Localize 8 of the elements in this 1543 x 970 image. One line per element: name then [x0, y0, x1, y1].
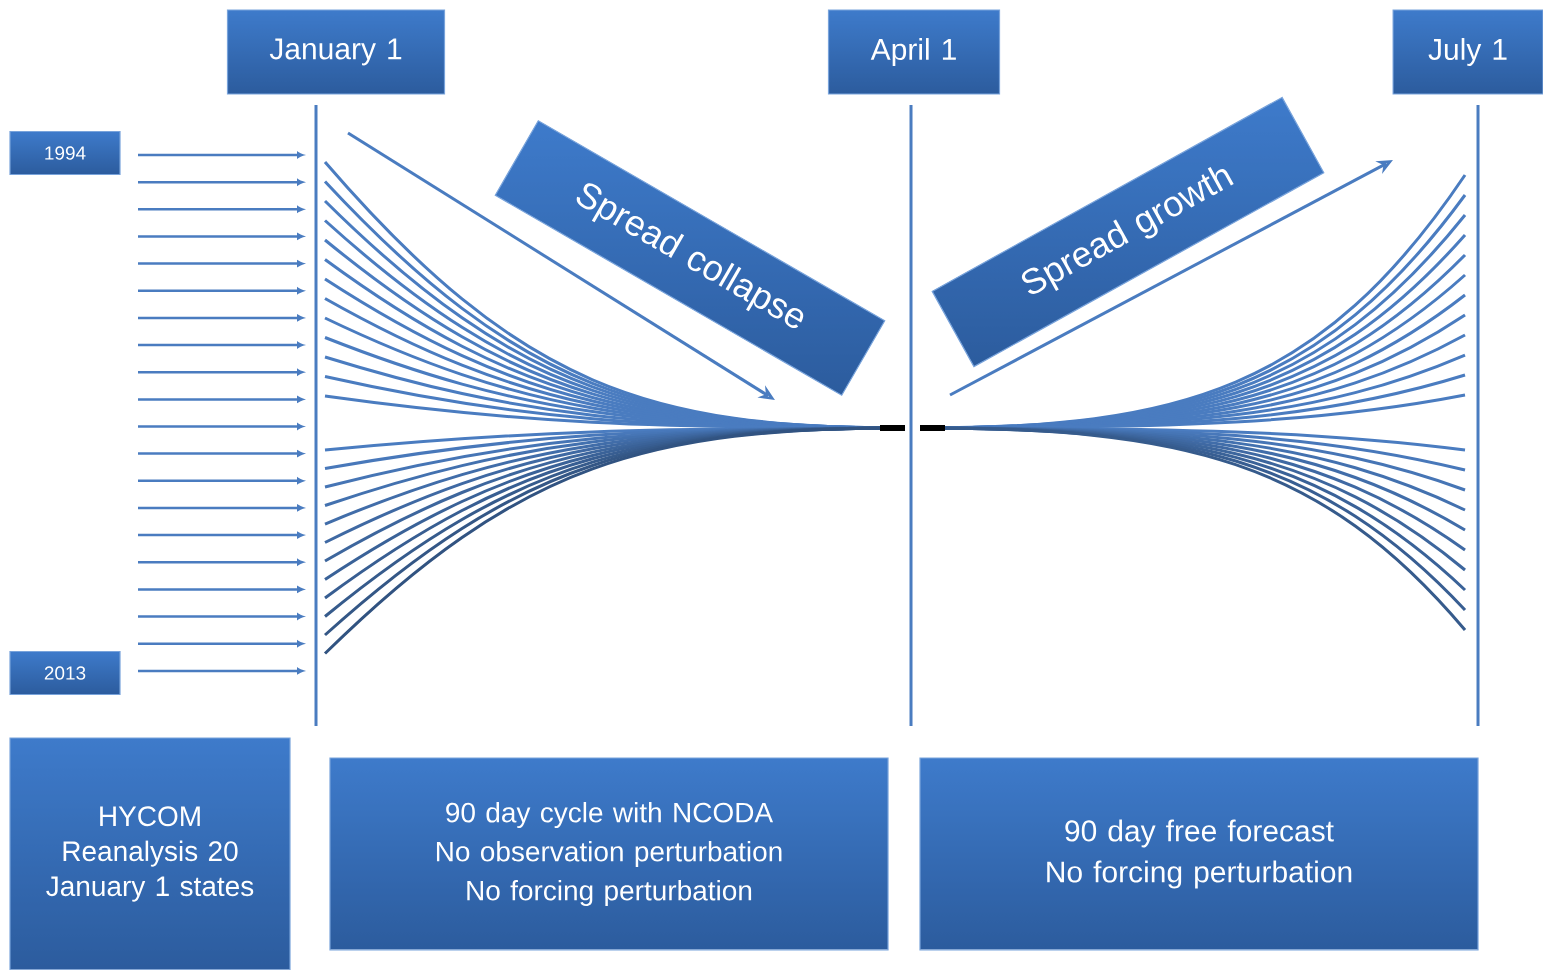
label-box: 2013 [9, 650, 121, 696]
label-box: 1994 [9, 130, 121, 176]
label-box: HYCOM Reanalysis 20 January 1 states [9, 737, 291, 970]
label-box: April 1 [827, 9, 1001, 95]
label-box: July 1 [1392, 9, 1543, 95]
label-box: 90 day cycle with NCODA No observation perturbation No forcing perturbation [329, 757, 889, 951]
label-box: 90 day free forecast No forcing perturbation [919, 757, 1479, 951]
label-box: January 1 [226, 9, 446, 95]
